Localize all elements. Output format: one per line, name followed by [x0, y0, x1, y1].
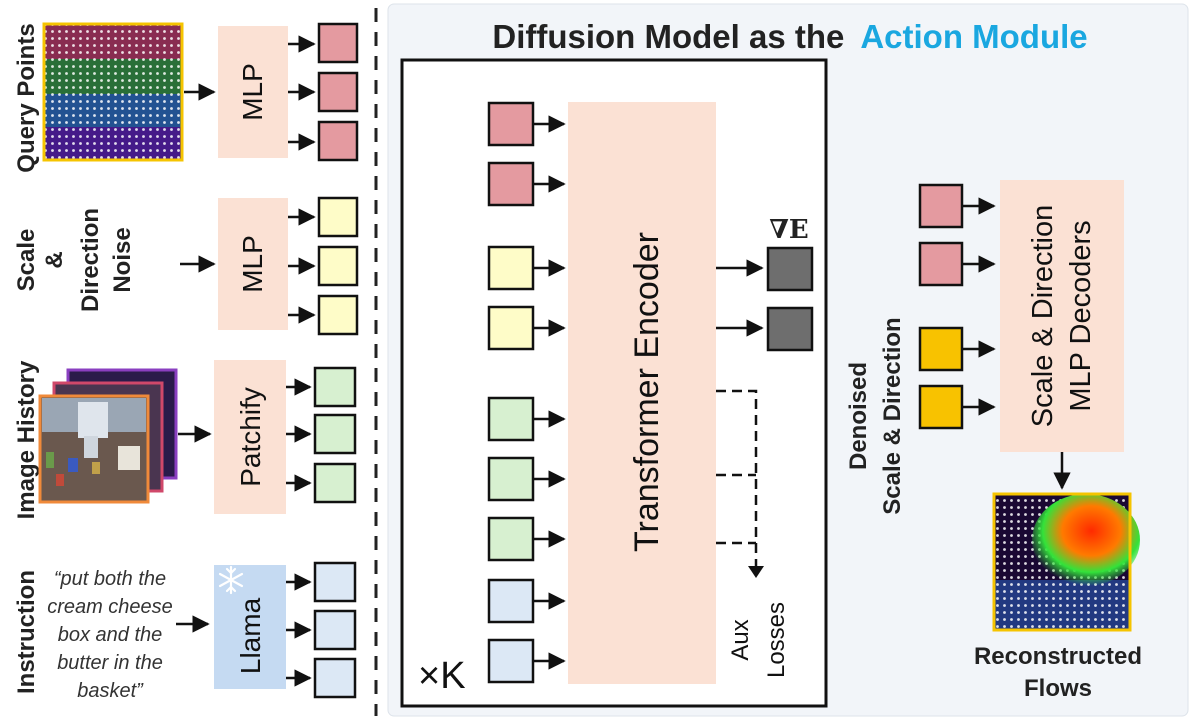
query-token: [317, 22, 359, 64]
image-token: [313, 413, 357, 455]
image-token: [487, 456, 535, 502]
mlp-decoders-label: Scale & Direction MLP Decoders: [1027, 205, 1097, 427]
query-mlp-label: MLP: [237, 63, 268, 121]
patchify-label: Patchify: [235, 387, 266, 487]
svg-text:Scale & Direction: Scale & Direction: [1027, 205, 1059, 427]
title-prefix: Diffusion Model as the: [492, 18, 844, 55]
noise-token: [317, 196, 359, 238]
instruction-text: “put both the cream cheese box and the b…: [47, 568, 173, 702]
text-token: [487, 638, 535, 684]
svg-text:box and the: box and the: [58, 624, 163, 646]
grad-token: [766, 246, 814, 292]
svg-text:butter in the: butter in the: [57, 652, 163, 674]
noise-token: [487, 305, 535, 351]
query-mlp-module: [218, 26, 288, 158]
svg-text:&: &: [41, 251, 68, 268]
aux-loss-connectors: [716, 389, 758, 568]
instruction-label: Instruction: [13, 570, 40, 694]
noise-mlp-module: [218, 198, 288, 330]
image-token: [487, 516, 535, 562]
svg-text:Denoised: Denoised: [845, 362, 872, 470]
image-history-stack: [38, 368, 178, 504]
svg-text:cream cheese: cream cheese: [47, 596, 173, 618]
reconstructed-flows-image: [992, 492, 1140, 632]
aux-loss-arrowhead: [748, 566, 764, 578]
denoised-token: [918, 326, 964, 372]
aux-losses-label: Aux Losses: [727, 602, 790, 678]
query-token: [918, 183, 964, 229]
query-token: [317, 120, 359, 162]
noise-label: Scale & Direction Noise: [13, 208, 136, 312]
svg-text:Noise: Noise: [109, 227, 136, 292]
mlp-decoders-module: [1000, 180, 1124, 452]
image-token: [313, 462, 357, 504]
noise-token: [317, 294, 359, 336]
svg-text:Reconstructed: Reconstructed: [974, 643, 1142, 670]
grad-token: [766, 306, 814, 352]
svg-text:Scale: Scale: [13, 229, 40, 292]
svg-text:Flows: Flows: [1024, 675, 1092, 702]
llama-module: [214, 565, 286, 689]
noise-token-column: [288, 196, 359, 336]
grad-energy-label: ∇E: [769, 215, 808, 245]
panel-title: Diffusion Model as the Action Module: [492, 18, 1087, 55]
repeat-k-label: ×K: [418, 655, 466, 697]
query-token: [487, 101, 535, 147]
image-token: [313, 366, 357, 408]
query-token-column: [288, 22, 359, 162]
text-token: [487, 578, 535, 624]
query-token: [918, 241, 964, 287]
query-points-label: Query Points: [13, 23, 40, 172]
svg-text:Direction: Direction: [77, 208, 104, 312]
noise-mlp-label: MLP: [237, 235, 268, 293]
reconstructed-flows-label: Reconstructed Flows: [974, 643, 1142, 702]
noise-token: [487, 245, 535, 291]
svg-text:Losses: Losses: [763, 602, 790, 678]
query-token: [317, 71, 359, 113]
decoder-input-tokens: [918, 183, 996, 430]
query-token: [487, 161, 535, 207]
denoised-label: Denoised Scale & Direction: [845, 317, 906, 514]
svg-text:Aux: Aux: [727, 619, 754, 660]
image-token-column: [286, 366, 357, 504]
svg-text:Scale & Direction: Scale & Direction: [879, 317, 906, 514]
transformer-encoder-label: Transformer Encoder: [628, 232, 666, 552]
image-history-label: Image History: [13, 360, 40, 519]
grad-output-tokens: [716, 246, 814, 352]
text-token: [313, 609, 357, 651]
svg-text:MLP Decoders: MLP Decoders: [1065, 220, 1097, 411]
patchify-module: [214, 360, 286, 514]
query-points-image: [42, 22, 184, 162]
svg-text:“put both the: “put both the: [54, 568, 166, 590]
noise-token: [317, 245, 359, 287]
llama-label: Llama: [235, 597, 266, 674]
text-token: [313, 561, 357, 603]
svg-text:basket”: basket”: [77, 680, 144, 702]
title-highlight: Action Module: [860, 18, 1087, 55]
text-token-column: [286, 561, 357, 699]
snowflake-icon: [218, 565, 244, 595]
denoised-token: [918, 384, 964, 430]
transformer-encoder: [568, 102, 716, 684]
text-token: [313, 657, 357, 699]
encoder-input-tokens: [487, 101, 566, 684]
image-token: [487, 396, 535, 442]
